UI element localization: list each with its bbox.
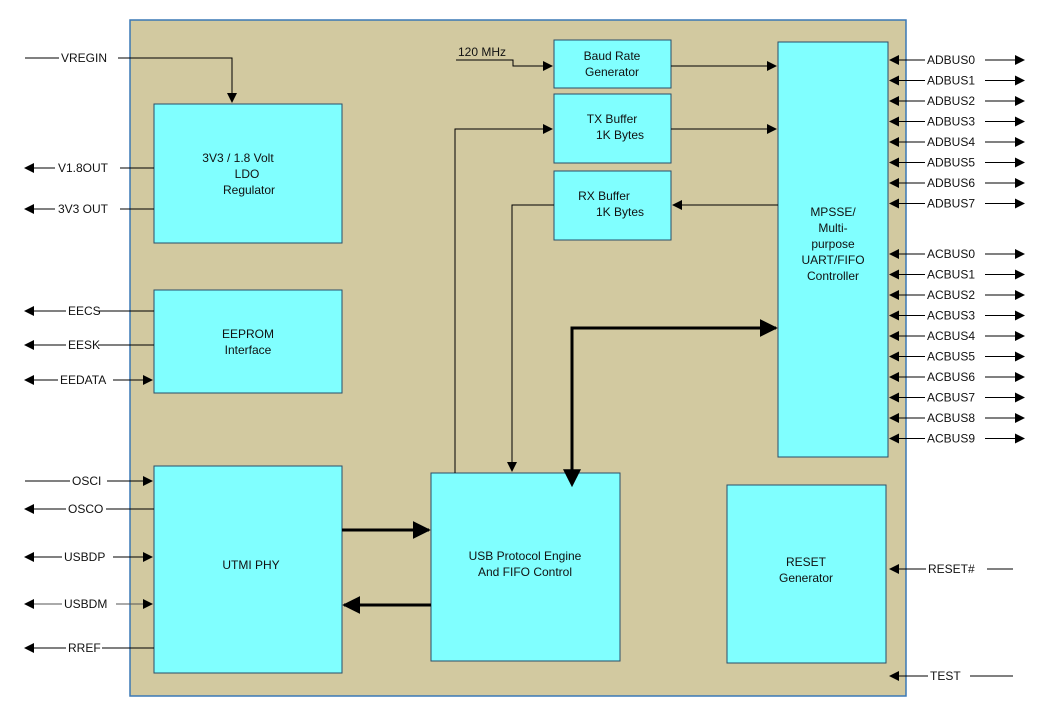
rx-to-usb-line [507,204,554,472]
reset-label-line-2: Generator [779,571,833,585]
reset-generator-block [726,484,887,664]
v18out-pin-label: V1.8OUT [58,161,109,175]
acbus-pin-label: ACBUS6 [927,370,975,384]
acbus-pins: ACBUS0ACBUS1ACBUS2ACBUS3ACBUS4ACBUS5ACBU… [889,247,1025,446]
v33out-pin-label: 3V3 OUT [58,202,109,216]
tx-label-line-1: TX Buffer [587,112,637,126]
eecs-pin-label: EECS [68,304,101,318]
baud-rate-generator-block [553,39,672,89]
acbus-pin-label: ACBUS7 [927,391,975,405]
vregin-line-right [118,57,237,103]
mpsse-label-line-2: Multi- [818,221,847,235]
mpsse-controller-block [777,41,889,458]
adbus-pin-label: ADBUS5 [927,156,975,170]
test-pin-label: TEST [930,669,961,683]
adbus-pins: ADBUS0ADBUS1ADBUS2ADBUS3ADBUS4ADBUS5ADBU… [889,53,1025,211]
usb-to-tx-line [454,124,553,473]
usb-label-line-2: And FIFO Control [478,565,572,579]
ldo-regulator-block [153,103,343,244]
acbus-pin-label: ACBUS5 [927,350,975,364]
osci-pin-label: OSCI [72,474,101,488]
adbus-pin-label: ADBUS3 [927,115,975,129]
adbus-pin-label: ADBUS2 [927,94,975,108]
mpsse-label-line-4: UART/FIFO [801,253,864,267]
ldo-label-line-3: Regulator [223,183,275,197]
reset-label-line-1: RESET [786,555,827,569]
baud-label-line-2: Generator [585,65,639,79]
clock-input-line [456,59,553,71]
acbus-pin-label: ACBUS9 [927,432,975,446]
baud-label-line-1: Baud Rate [584,49,641,63]
ldo-label-line-2: LDO [235,167,260,181]
eeprom-label-line-2: Interface [225,343,272,357]
usbdm-pin-label: USBDM [64,597,107,611]
rref-pin-label: RREF [68,641,101,655]
acbus-pin-label: ACBUS1 [927,268,975,282]
adbus-pin-label: ADBUS6 [927,176,975,190]
utmi-label: UTMI PHY [222,558,279,572]
mpsse-label-line-1: MPSSE/ [810,205,856,219]
eesk-pin-label: EESK [68,338,100,352]
eeprom-interface-block [153,289,343,394]
acbus-pin-label: ACBUS4 [927,329,975,343]
usb-mpsse-bus [563,319,778,488]
rx-buffer-block [553,170,672,241]
adbus-pin-label: ADBUS1 [927,74,975,88]
eeprom-label-line-1: EEPROM [222,327,274,341]
utmi-phy-block [153,465,343,674]
adbus-pin-label: ADBUS4 [927,135,975,149]
rx-label-line-2: 1K Bytes [596,205,644,219]
acbus-pin-label: ACBUS0 [927,247,975,261]
vregin-pin-label: VREGIN [61,51,107,65]
adbus-pin-label: ADBUS7 [927,197,975,211]
adbus-pin-label: ADBUS0 [927,53,975,67]
eedata-pin-label: EEDATA [60,373,106,387]
ldo-label-line-1: 3V3 / 1.8 Volt [202,151,274,165]
osco-pin-label: OSCO [68,502,103,516]
tx-label-line-2: 1K Bytes [596,128,644,142]
rx-label-line-1: RX Buffer [578,189,630,203]
acbus-pin-label: ACBUS2 [927,288,975,302]
mpsse-label-line-5: Controller [807,269,859,283]
usbdp-pin-label: USBDP [64,550,105,564]
usb-label-line-1: USB Protocol Engine [469,549,582,563]
mpsse-label-line-3: purpose [811,237,855,251]
usb-protocol-engine-block [430,472,621,662]
clock-label: 120 MHz [458,45,506,59]
tx-buffer-block [553,93,672,164]
reset-pin-label: RESET# [928,562,975,576]
acbus-pin-label: ACBUS3 [927,309,975,323]
acbus-pin-label: ACBUS8 [927,411,975,425]
